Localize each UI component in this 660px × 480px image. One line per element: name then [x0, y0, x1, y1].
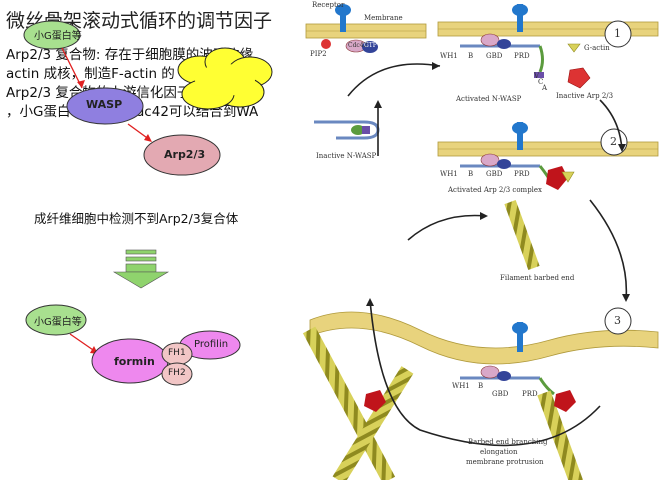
inactive-arp-label: Inactive Arp 2/3 [556, 92, 614, 100]
fh2-label: FH2 [168, 368, 186, 378]
formin-label: formin [114, 355, 155, 368]
cdc42-label: Cdc42 [348, 42, 368, 49]
b-label-3: B [478, 382, 484, 390]
activated-nwasp-label: Activated N-WASP [456, 95, 522, 103]
wh1-label: WH1 [440, 52, 458, 60]
wasp-node [66, 87, 144, 125]
gbd-label: GBD [486, 52, 503, 60]
b-label-2: B [468, 170, 474, 178]
filament-barbed-end-label: Filament barbed end [500, 274, 575, 282]
wasp-label: WASP [86, 98, 123, 111]
gbd-label-2: GBD [486, 170, 503, 178]
prd-label-3: PRD [522, 390, 538, 398]
arp23-node [143, 134, 221, 176]
yellow-cloud-shape [177, 47, 273, 110]
receptor-label: Receptor [312, 1, 345, 9]
membrane-protrusion-label: membrane protrusion [466, 458, 544, 466]
arp23-activation-figure: Receptor Membrane PIP2 Cdc42 GTP WH1 B G… [300, 0, 660, 480]
wh1-label-2: WH1 [440, 170, 458, 178]
elongation-label: elongation [480, 448, 518, 456]
g-actin-label: G-actin [584, 44, 610, 52]
small-g-top-node [23, 20, 81, 50]
text-line-2: actin 成核，制造F-actin 的 ？ 支点 [6, 66, 224, 82]
figure-drawing [302, 4, 659, 480]
profilin-label: Profilin [194, 339, 229, 350]
inactive-nwasp-label: Inactive N-WASP [316, 152, 377, 160]
small-g-top-label: 小G蛋白等 [34, 31, 82, 42]
step-1-label: 1 [614, 27, 621, 40]
wh1-label-3: WH1 [452, 382, 470, 390]
down-arrow-shape [112, 249, 170, 289]
gbd-label-3: GBD [492, 390, 509, 398]
step-2-label: 2 [610, 135, 617, 148]
arp23-label: Arp2/3 [164, 148, 206, 161]
fh2-node [161, 362, 193, 386]
barbed-end-branching-label: Barbed end branching [468, 438, 548, 446]
fh1-label: FH1 [168, 348, 186, 358]
vca-c-label: C [538, 78, 544, 86]
pip2-label: PIP2 [310, 50, 327, 58]
b-label: B [468, 52, 474, 60]
left-diagram [23, 20, 273, 386]
membrane-label: Membrane [364, 14, 403, 22]
small-g-bottom-label: 小G蛋白等 [34, 317, 82, 328]
small-g-bottom-node [25, 304, 87, 336]
vca-v-label: V [534, 72, 540, 80]
vca-a-label: A [542, 84, 548, 92]
activated-arp-complex-label: Activated Arp 2/3 complex [448, 186, 542, 194]
fibroblast-note: 成纤维细胞中检测不到Arp2/3复合体 [34, 211, 239, 226]
prd-label-2: PRD [514, 170, 530, 178]
step-3-label: 3 [614, 314, 621, 327]
gtp-label: GTP [364, 42, 377, 49]
prd-label: PRD [514, 52, 530, 60]
